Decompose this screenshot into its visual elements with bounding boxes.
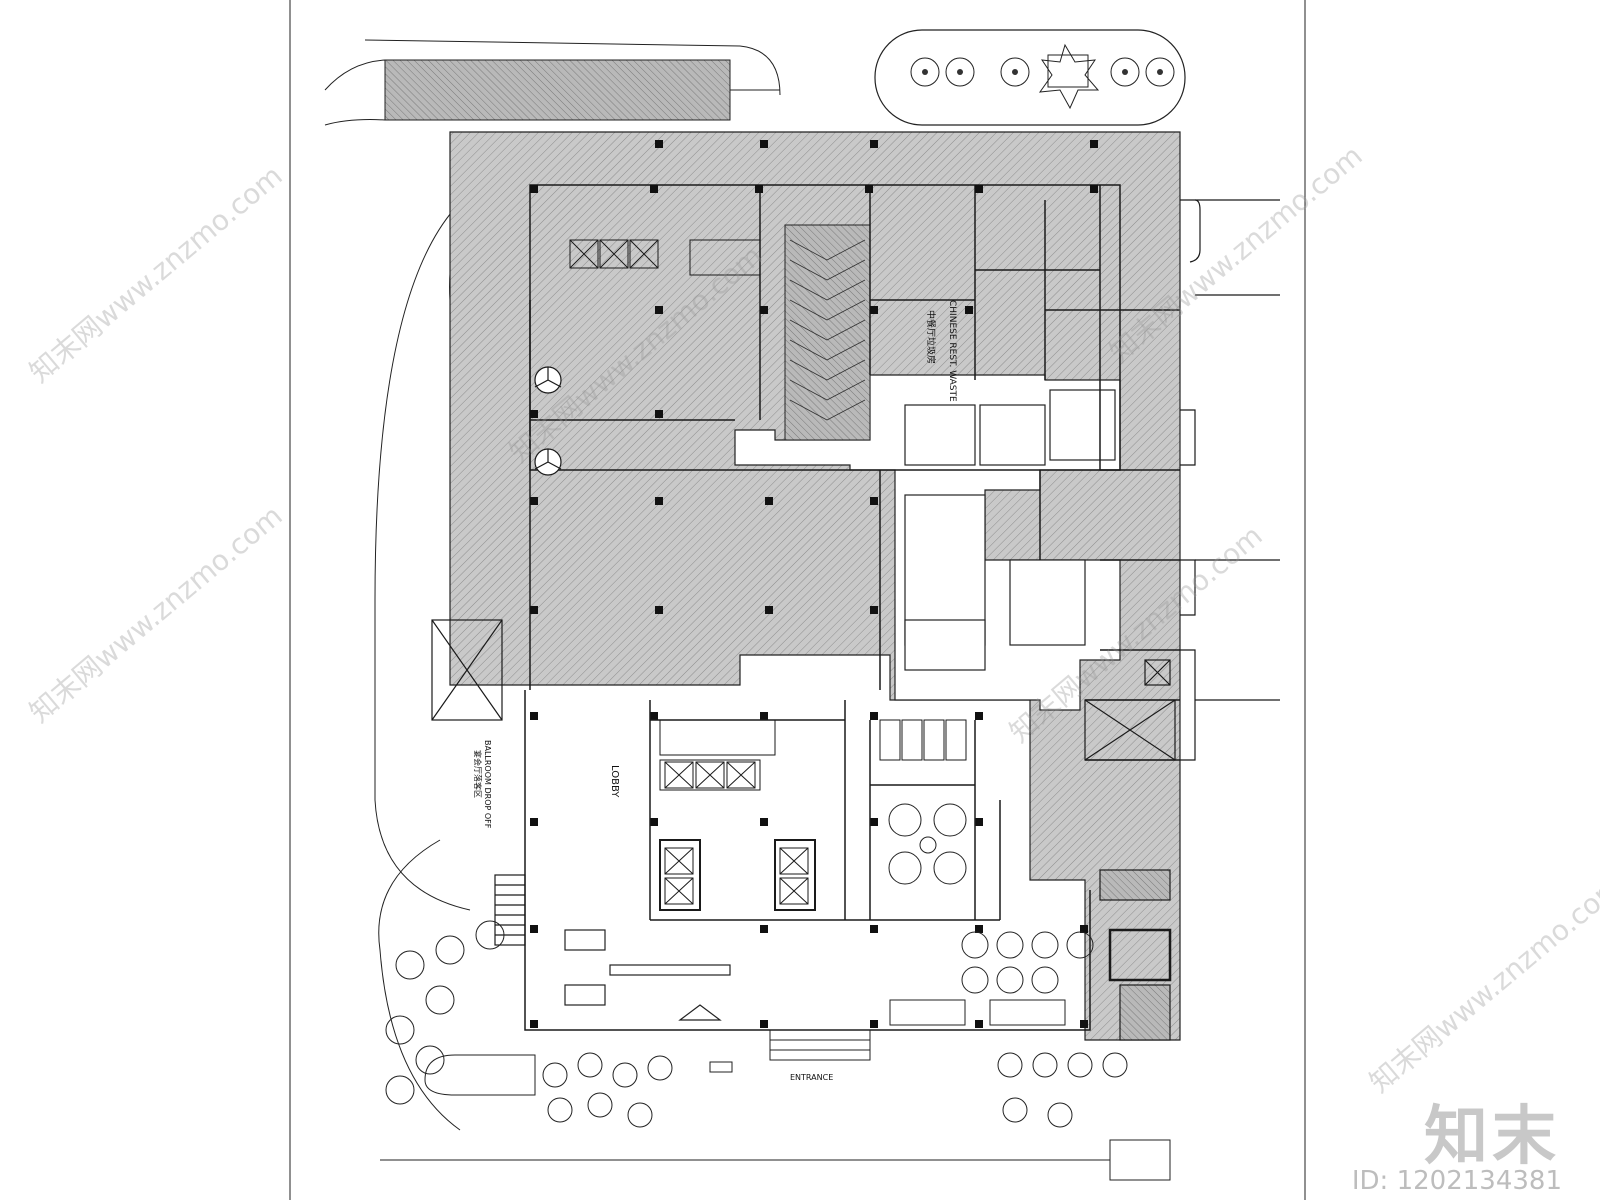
- landscape-trees: [380, 920, 1128, 1161]
- lounge-furniture: [888, 803, 1094, 1026]
- brand-logo: 知末: [1424, 1100, 1560, 1174]
- revolving-doors: [534, 366, 562, 476]
- service-rooms: [734, 374, 1121, 711]
- ballroom-drop-off-label: BALLROOM DROP OFF: [483, 740, 492, 829]
- escalator: [784, 224, 871, 441]
- tree-planter: [874, 29, 1186, 126]
- brand-id: ID: 1202134381: [1351, 1166, 1562, 1196]
- lobby-lifts: [659, 719, 816, 911]
- columns: [530, 140, 1098, 1028]
- entrance-steps: [709, 1029, 1171, 1181]
- ballroom-drop-off-label-cn: 宴会厅落客区: [473, 750, 483, 798]
- upper-lifts: [569, 239, 761, 276]
- lobby-label: LOBBY: [609, 765, 620, 798]
- reception-desks: [564, 929, 731, 1021]
- canopy: [324, 59, 780, 126]
- waste-room-label-cn: 中餐厅垃圾房: [925, 310, 937, 364]
- lobby-toilets: [879, 719, 967, 761]
- waste-room-label: CHINESE REST. WASTE: [947, 300, 957, 402]
- east-service-core: [1084, 199, 1280, 1041]
- entrance-label: ENTRANCE: [790, 1073, 833, 1082]
